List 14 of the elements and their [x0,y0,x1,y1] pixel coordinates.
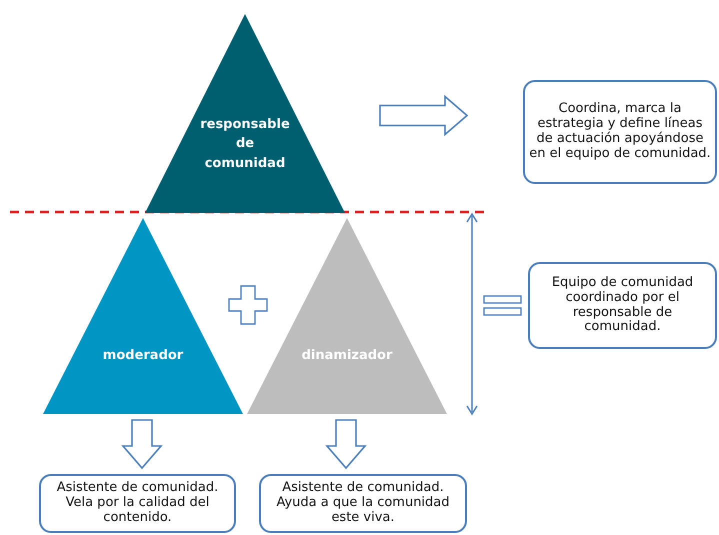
text-box [259,474,467,533]
description-text: Coordina, marca la estrategia y define líneas de actuación apoyándose en el equipo de comunidad. [529,102,711,162]
triangle-label: responsable de comunidad [200,116,290,173]
text-box [523,80,717,184]
description-text: Asistente de comunidad. Vela por la calidad del contenido. [56,481,220,526]
description-text: Asistente de comunidad. Ayuda a que la comunidad este viva. [275,481,451,526]
triangle-label: dinamizador [302,347,392,366]
block-arrow [121,419,163,470]
block-arrow [379,94,468,136]
text-box [528,262,717,349]
text-box [39,474,236,533]
description-text: Equipo de comunidad coordinado por el responsable de comunidad. [550,276,694,336]
triangle-label: moderador [102,347,184,366]
block-arrow [325,419,367,470]
